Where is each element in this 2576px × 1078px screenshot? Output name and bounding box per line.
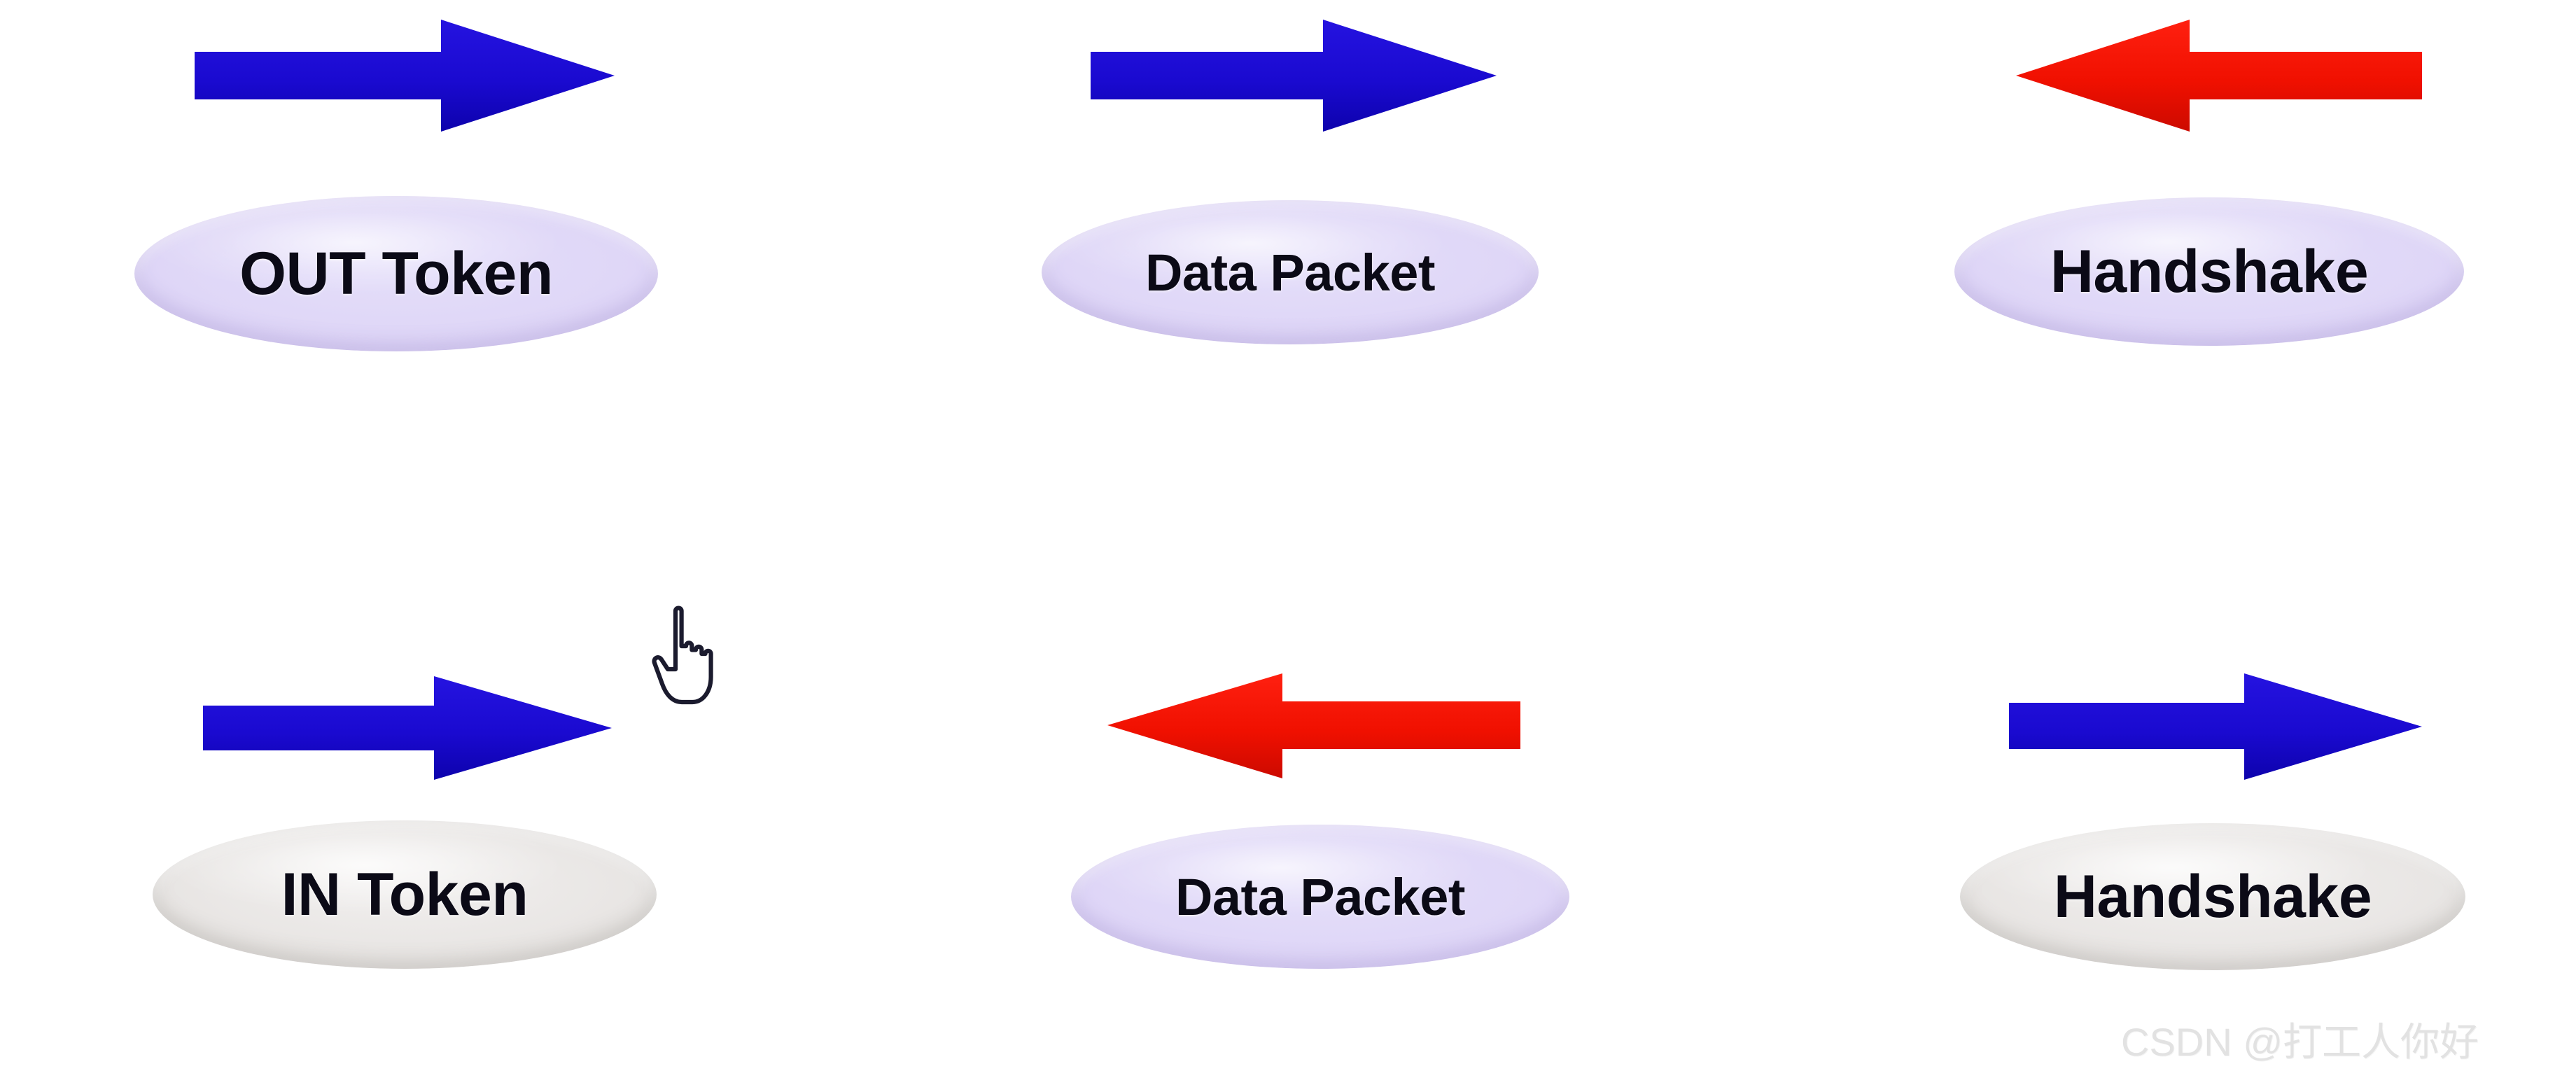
node-data-packet-in[interactable]: Data Packet <box>1071 825 1569 969</box>
arrow-right-icon <box>2009 673 2422 780</box>
csdn-watermark: CSDN @打工人你好 <box>2121 1020 2479 1064</box>
node-out-token[interactable]: OUT Token <box>134 196 658 351</box>
node-data-packet-out[interactable]: Data Packet <box>1042 200 1539 344</box>
pointing-hand-cursor-icon <box>644 603 728 708</box>
arrow-right-icon <box>195 20 615 132</box>
node-label: OUT Token <box>239 239 553 307</box>
arrow-left-icon <box>2016 20 2422 132</box>
node-label: IN Token <box>281 860 528 928</box>
node-handshake-in[interactable]: Handshake <box>1960 823 2465 970</box>
node-handshake-out[interactable]: Handshake <box>1954 197 2464 346</box>
node-label: Data Packet <box>1175 867 1466 926</box>
arrow-left-icon <box>1107 673 1520 778</box>
arrow-right-icon <box>203 676 612 780</box>
arrow-right-icon <box>1091 20 1497 132</box>
node-label: Handshake <box>2050 237 2369 305</box>
node-label: Handshake <box>2053 862 2372 930</box>
node-label: Data Packet <box>1144 243 1436 302</box>
node-in-token[interactable]: IN Token <box>153 820 657 969</box>
